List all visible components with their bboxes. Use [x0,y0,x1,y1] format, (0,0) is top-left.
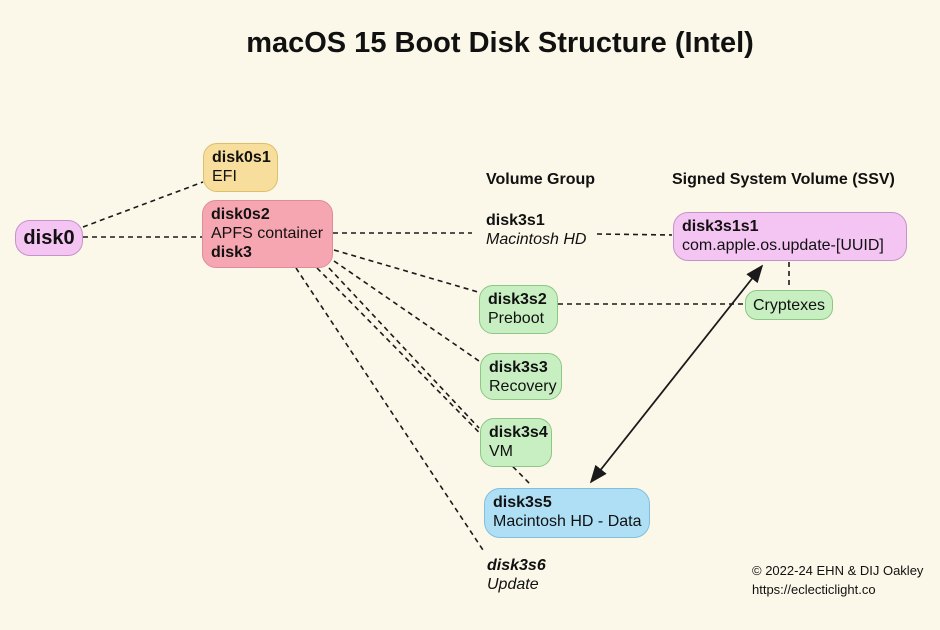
node-disk3s2: disk3s2 Preboot [479,285,558,334]
node-disk3s1s1: disk3s1s1 com.apple.os.update-[UUID] [673,212,907,261]
node-disk0s2-id: disk0s2 [211,206,270,223]
node-disk3s5-desc: Macintosh HD - Data [493,513,642,530]
node-disk3s3-id: disk3s3 [489,359,548,376]
node-disk0s1-id: disk0s1 [212,149,271,166]
node-disk3s1: disk3s1 Macintosh HD [486,211,586,249]
node-disk3s6-desc: Update [487,576,539,593]
node-disk3s2-id: disk3s2 [488,291,547,308]
node-disk3s1s1-desc: com.apple.os.update-[UUID] [682,237,884,254]
node-disk0s1: disk0s1 EFI [203,143,278,192]
edge-disk3-disk3s3 [333,260,480,362]
node-disk0s2: disk0s2 APFS container disk3 [202,200,333,268]
node-disk3s3: disk3s3 Recovery [480,353,562,400]
edge-disk3-disk3s2 [333,249,479,293]
node-cryptexes-label: Cryptexes [752,296,826,314]
arrow-disk3s5-disk3s1s1 [589,264,764,484]
node-disk3s6: disk3s6 Update [487,556,546,594]
volume-group-header: Volume Group [486,171,596,188]
edge-disk3-disk3s4 [328,267,480,429]
ssv-header: Signed System Volume (SSV) [672,171,895,188]
node-disk3s1s1-id: disk3s1s1 [682,218,759,235]
copyright-line: © 2022-24 EHN & DIJ Oakley [752,563,924,578]
node-disk3s1-id: disk3s1 [486,212,545,229]
node-disk0s1-desc: EFI [212,168,237,185]
node-disk0s2-desc: APFS container [211,225,324,242]
edge-disk3s1-disk3s1s1 [596,233,673,236]
node-disk3s4: disk3s4 VM [480,418,552,467]
node-disk0-label: disk0 [23,226,75,249]
node-disk0: disk0 [15,220,83,256]
node-disk3s6-id: disk3s6 [487,557,546,574]
edge-disk0-disk0s1 [82,181,204,228]
node-disk3s5: disk3s5 Macintosh HD - Data [484,488,650,538]
credit-url: https://eclecticlight.co [752,582,876,597]
node-disk3s4-desc: VM [489,443,513,460]
node-disk3s2-desc: Preboot [488,310,545,327]
node-disk3-id: disk3 [211,244,252,261]
node-disk3s1-desc: Macintosh HD [486,231,587,248]
edge-disk3-disk3s6 [295,267,484,551]
credit: © 2022-24 EHN & DIJ Oakley https://eclec… [752,561,923,599]
node-disk3s5-id: disk3s5 [493,494,552,511]
page-title: macOS 15 Boot Disk Structure (Intel) [246,27,754,59]
node-disk3s4-id: disk3s4 [489,424,548,441]
node-cryptexes: Cryptexes [745,290,833,320]
node-disk3s3-desc: Recovery [489,378,557,395]
